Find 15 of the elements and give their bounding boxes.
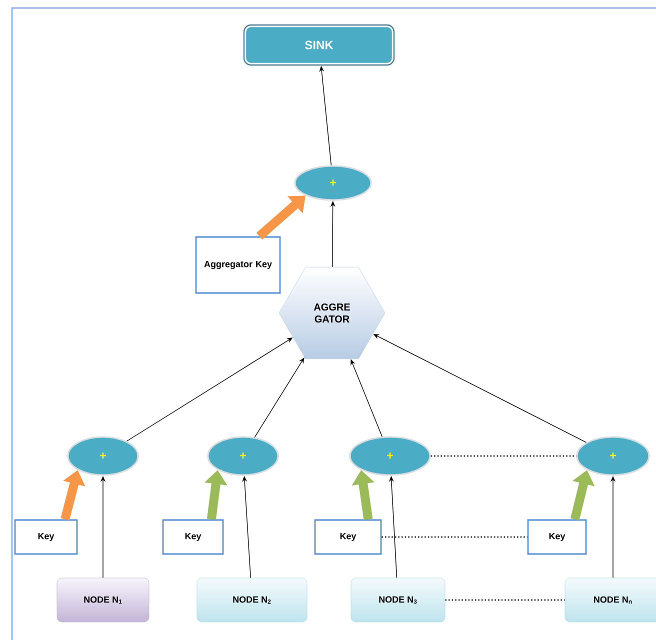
sensor-node-box: NODE N$_{2}$ bbox=[196, 578, 308, 622]
dotted-line bbox=[430, 455, 576, 457]
sensor-node-box: NODE N$_{n}$ bbox=[564, 578, 656, 622]
key-box: Key bbox=[162, 519, 224, 555]
key-box: Key bbox=[314, 519, 382, 555]
aggregator-hexagon: AGGRE GATOR bbox=[278, 266, 386, 360]
block-arrow bbox=[256, 196, 306, 240]
dotted-line bbox=[445, 599, 565, 601]
sensor-node-box: NODE N$_{1}$ bbox=[56, 578, 150, 622]
dotted-line bbox=[382, 536, 528, 538]
sink-box: SINK bbox=[242, 22, 396, 68]
key-box: Key bbox=[14, 519, 78, 555]
sensor-node-box: NODE N$_{3}$ bbox=[350, 578, 446, 622]
key-box: Aggregator Key bbox=[195, 236, 281, 294]
key-box: Key bbox=[527, 519, 587, 555]
